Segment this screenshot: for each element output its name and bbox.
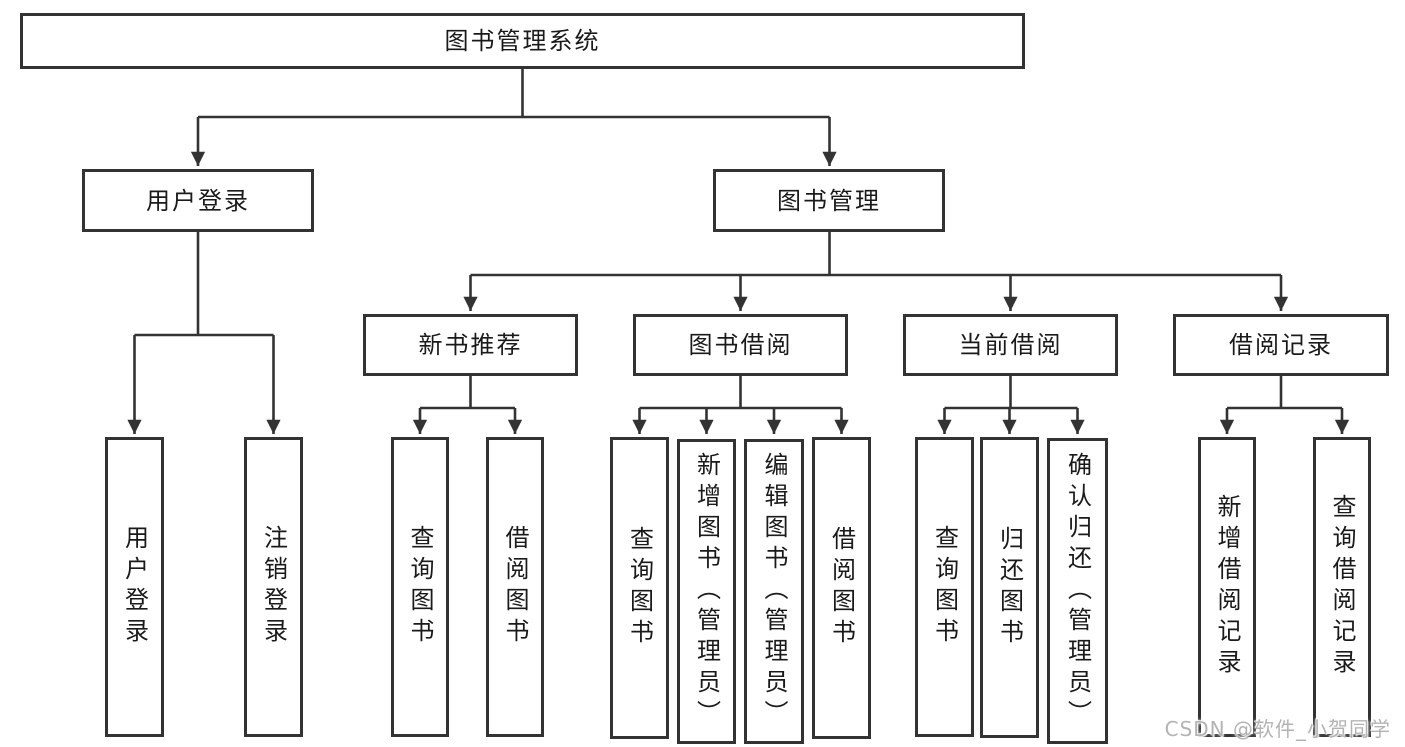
node-leaf-nbr-borrow-book-label: 借阅图书: [501, 525, 529, 649]
node-root-label: 图书管理系统: [444, 27, 601, 55]
node-leaf-user-login-label: 用户登录: [120, 525, 149, 649]
node-leaf-br-query-record: 查询借阅记录: [1313, 437, 1371, 737]
node-book-borrow: 图书借阅: [633, 314, 848, 376]
node-leaf-cb-query-book-label: 查询图书: [930, 525, 959, 649]
node-leaf-bb-query-book: 查询图书: [610, 437, 669, 739]
node-leaf-bb-add-book-admin: 新增图书（管理员）: [677, 439, 736, 744]
node-new-book-recommend: 新书推荐: [363, 314, 578, 376]
node-leaf-nbr-borrow-book: 借阅图书: [486, 437, 544, 737]
node-current-borrow: 当前借阅: [903, 314, 1118, 376]
node-leaf-cb-return-book-label: 归还图书: [995, 525, 1024, 650]
node-leaf-br-query-record-label: 查询借阅记录: [1328, 494, 1356, 680]
node-borrow-record: 借阅记录: [1173, 314, 1389, 376]
node-leaf-logout-label: 注销登录: [259, 525, 288, 649]
node-root: 图书管理系统: [20, 13, 1025, 69]
node-leaf-cb-return-book: 归还图书: [980, 437, 1039, 738]
node-leaf-br-add-record-label: 新增借阅记录: [1213, 494, 1241, 680]
node-leaf-bb-edit-book-admin: 编辑图书（管理员）: [744, 439, 804, 744]
node-leaf-cb-query-book: 查询图书: [915, 437, 974, 737]
node-leaf-nbr-query-book: 查询图书: [391, 437, 449, 737]
node-leaf-nbr-query-book-label: 查询图书: [406, 525, 434, 649]
node-book-borrow-label: 图书借阅: [688, 331, 793, 359]
node-leaf-cb-confirm-return-admin-label: 确认归还（管理员）: [1063, 451, 1092, 731]
node-leaf-bb-add-book-admin-label: 新增图书（管理员）: [692, 452, 721, 731]
node-leaf-bb-query-book-label: 查询图书: [625, 526, 654, 650]
node-user-login-label: 用户登录: [146, 186, 250, 215]
node-leaf-bb-borrow-book-label: 借阅图书: [827, 526, 856, 650]
node-book-management-label: 图书管理: [777, 186, 881, 215]
node-leaf-user-login: 用户登录: [105, 437, 164, 737]
csdn-watermark: CSDN @软件_小贺同学: [1164, 717, 1391, 741]
node-leaf-bb-edit-book-admin-label: 编辑图书（管理员）: [760, 452, 788, 731]
node-new-book-recommend-label: 新书推荐: [418, 331, 523, 359]
node-leaf-logout: 注销登录: [244, 437, 303, 737]
node-leaf-cb-confirm-return-admin: 确认归还（管理员）: [1047, 438, 1108, 744]
node-user-login: 用户登录: [82, 169, 314, 232]
node-current-borrow-label: 当前借阅: [958, 331, 1063, 359]
node-leaf-br-add-record: 新增借阅记录: [1198, 437, 1256, 737]
node-leaf-bb-borrow-book: 借阅图书: [812, 437, 871, 739]
node-borrow-record-label: 借阅记录: [1229, 331, 1333, 359]
node-book-management: 图书管理: [713, 169, 945, 232]
